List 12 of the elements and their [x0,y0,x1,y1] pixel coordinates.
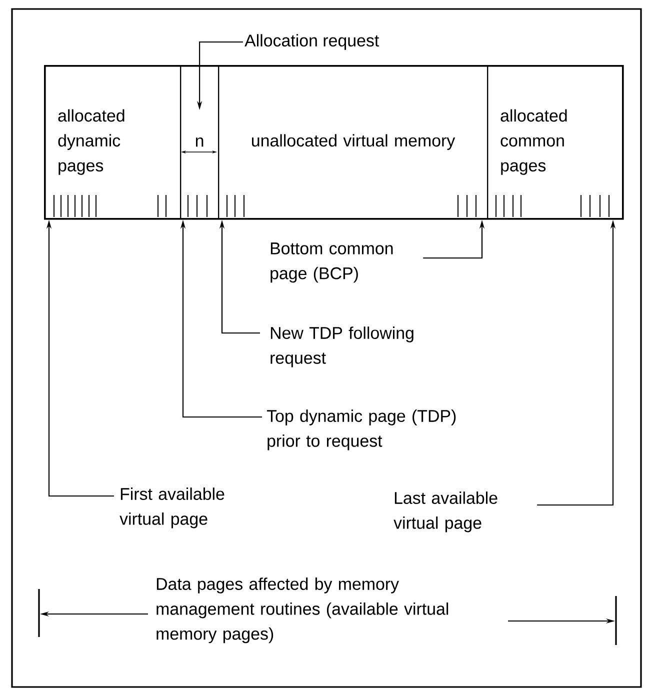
note-text: Data pages affected by memory management routines (available virtual memory pages) [156,578,448,644]
callout-text: Top dynamic page (TDP) prior to request [266,410,456,450]
callout-text: Allocation request [244,34,379,50]
callout-text: New TDP following request [270,326,414,368]
memory-segment: allocated common pages [487,65,624,220]
callout-text: First available virtual page [120,488,224,528]
callout-text: Bottom common page (BCP) [270,242,393,283]
memory-bar [44,65,624,220]
memory-segment: n [180,65,220,220]
callout-text: Last available virtual page [394,492,498,532]
memory-segment: allocated dynamic pages [44,65,182,220]
memory-segment: unallocated virtual memory [218,65,488,220]
